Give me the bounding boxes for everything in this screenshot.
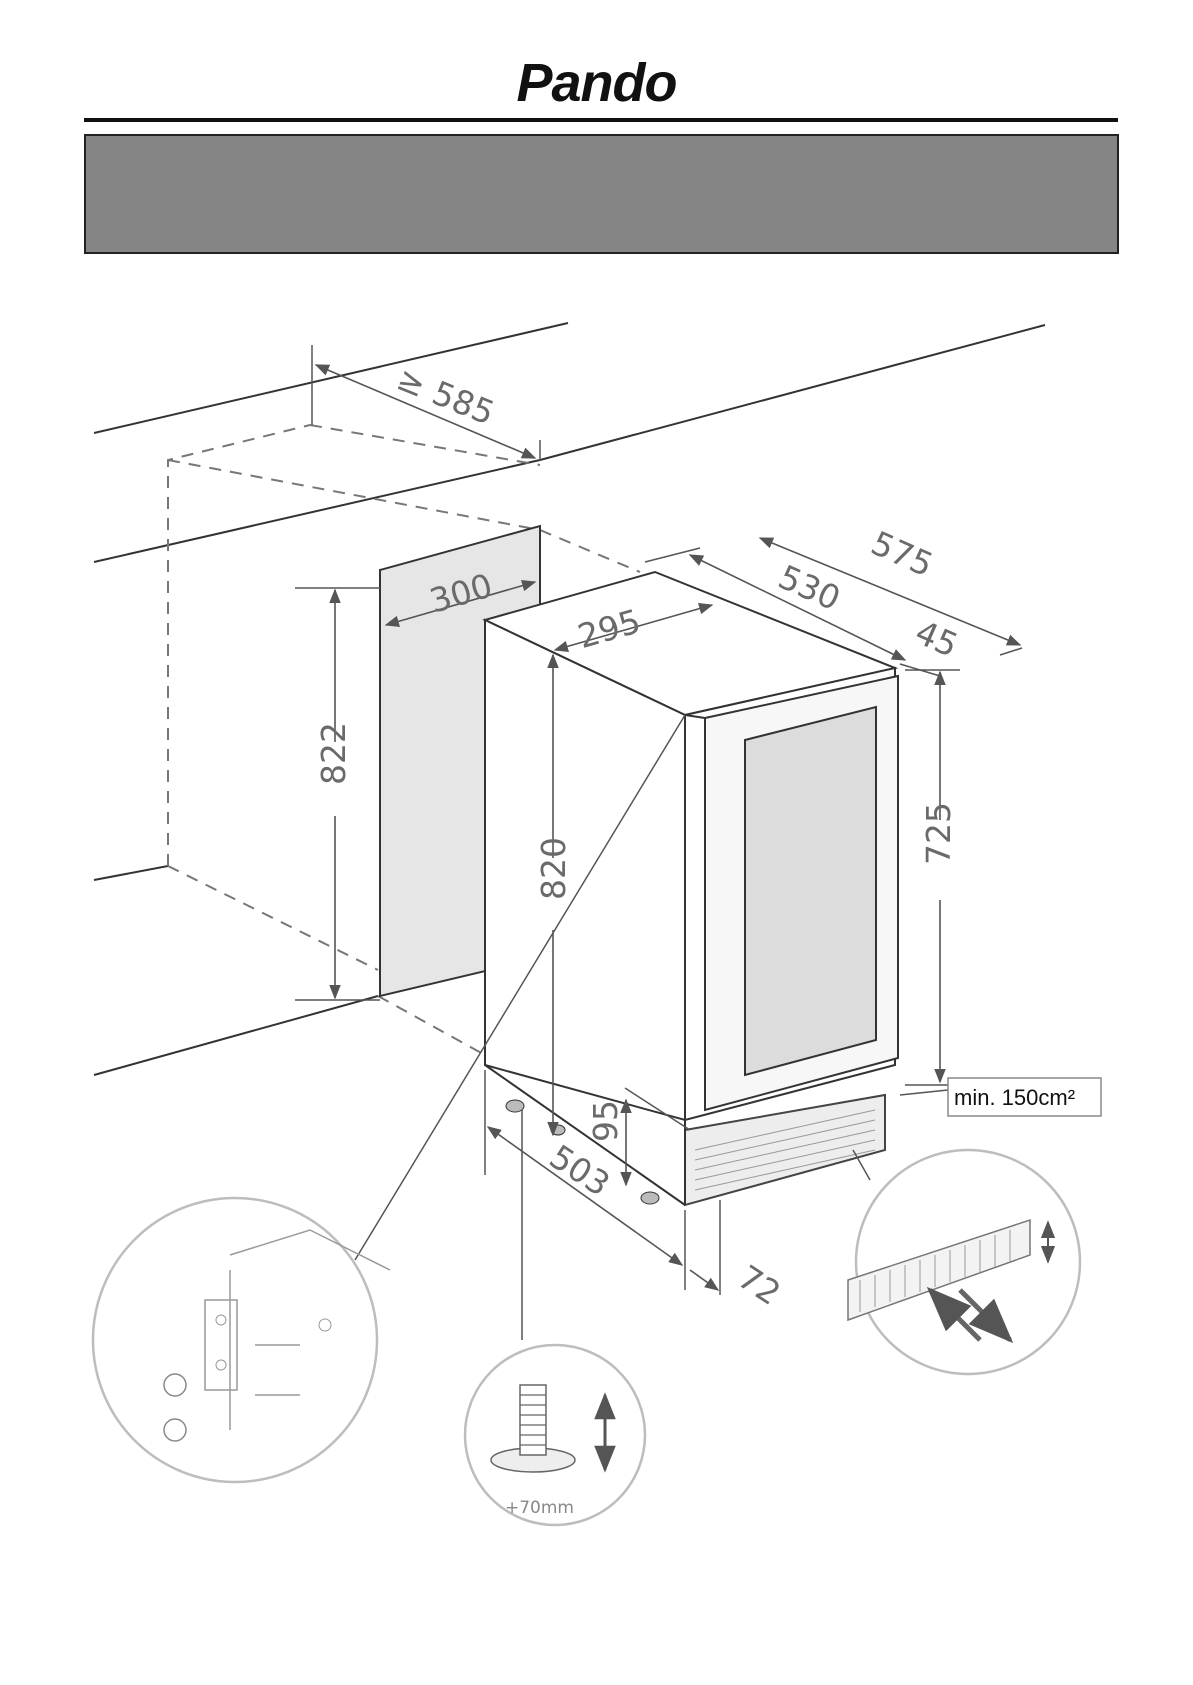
dim-unit-depth-body: 530	[773, 557, 846, 618]
ventilation-label-box	[947, 1077, 1102, 1117]
dimension-lines	[295, 345, 1023, 1340]
hinge-detail-circle	[91, 1196, 391, 1484]
header-rule	[84, 118, 1118, 122]
foot-adjust-label: +70mm	[505, 1498, 574, 1518]
brand-logo: Pando	[516, 53, 677, 113]
ventilation-label: min. 150cm²	[954, 1085, 1075, 1110]
dim-unit-height: 820	[534, 837, 573, 900]
dim-niche-depth: ≥ 585	[392, 359, 500, 433]
dim-door-depth: 45	[910, 612, 964, 665]
dim-door-height: 725	[919, 802, 958, 865]
dim-unit-depth-total: 575	[865, 523, 938, 584]
foot-detail-circle	[463, 1343, 647, 1527]
title-banner	[84, 134, 1119, 254]
wine-cooler	[482, 570, 899, 1207]
dim-plinth-height: 95	[586, 1100, 625, 1142]
dim-foot-offset: 72	[731, 1257, 787, 1313]
dim-niche-height: 822	[314, 722, 353, 785]
dim-foot-depth: 503	[543, 1137, 617, 1204]
vent-detail-circle	[847, 1148, 1082, 1376]
